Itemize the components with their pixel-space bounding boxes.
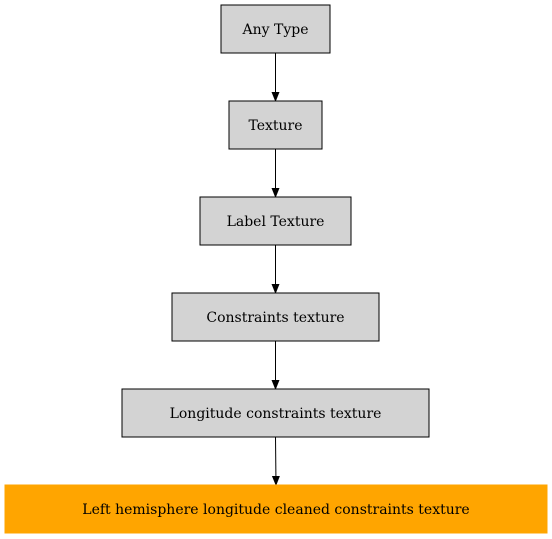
node-label: Constraints texture: [206, 310, 344, 326]
node-label: Label Texture: [227, 214, 325, 230]
node-box: [4, 484, 548, 534]
node-box: [220, 4, 331, 54]
node-label: Any Type: [242, 22, 309, 38]
node-longitude-constraints-texture: Longitude constraints texture: [121, 388, 430, 438]
node-constraints-texture: Constraints texture: [171, 292, 380, 342]
node-box: [121, 388, 430, 438]
edge-longitude-constraints-texture-to-left-hemisphere-longitude-cleaned-constraints-texture: [271, 436, 280, 486]
node-any-type: Any Type: [220, 4, 331, 54]
node-box: [199, 196, 352, 246]
node-label: Left hemisphere longitude cleaned constr…: [82, 502, 469, 518]
node-box: [171, 292, 380, 342]
node-label-texture: Label Texture: [199, 196, 352, 246]
node-left-hemisphere-longitude-cleaned-constraints-texture: Left hemisphere longitude cleaned constr…: [4, 484, 548, 534]
node-box: [228, 100, 323, 150]
node-label: Texture: [248, 118, 302, 134]
node-label: Longitude constraints texture: [170, 406, 382, 422]
edges-layer: [271, 53, 280, 486]
node-texture: Texture: [228, 100, 323, 150]
